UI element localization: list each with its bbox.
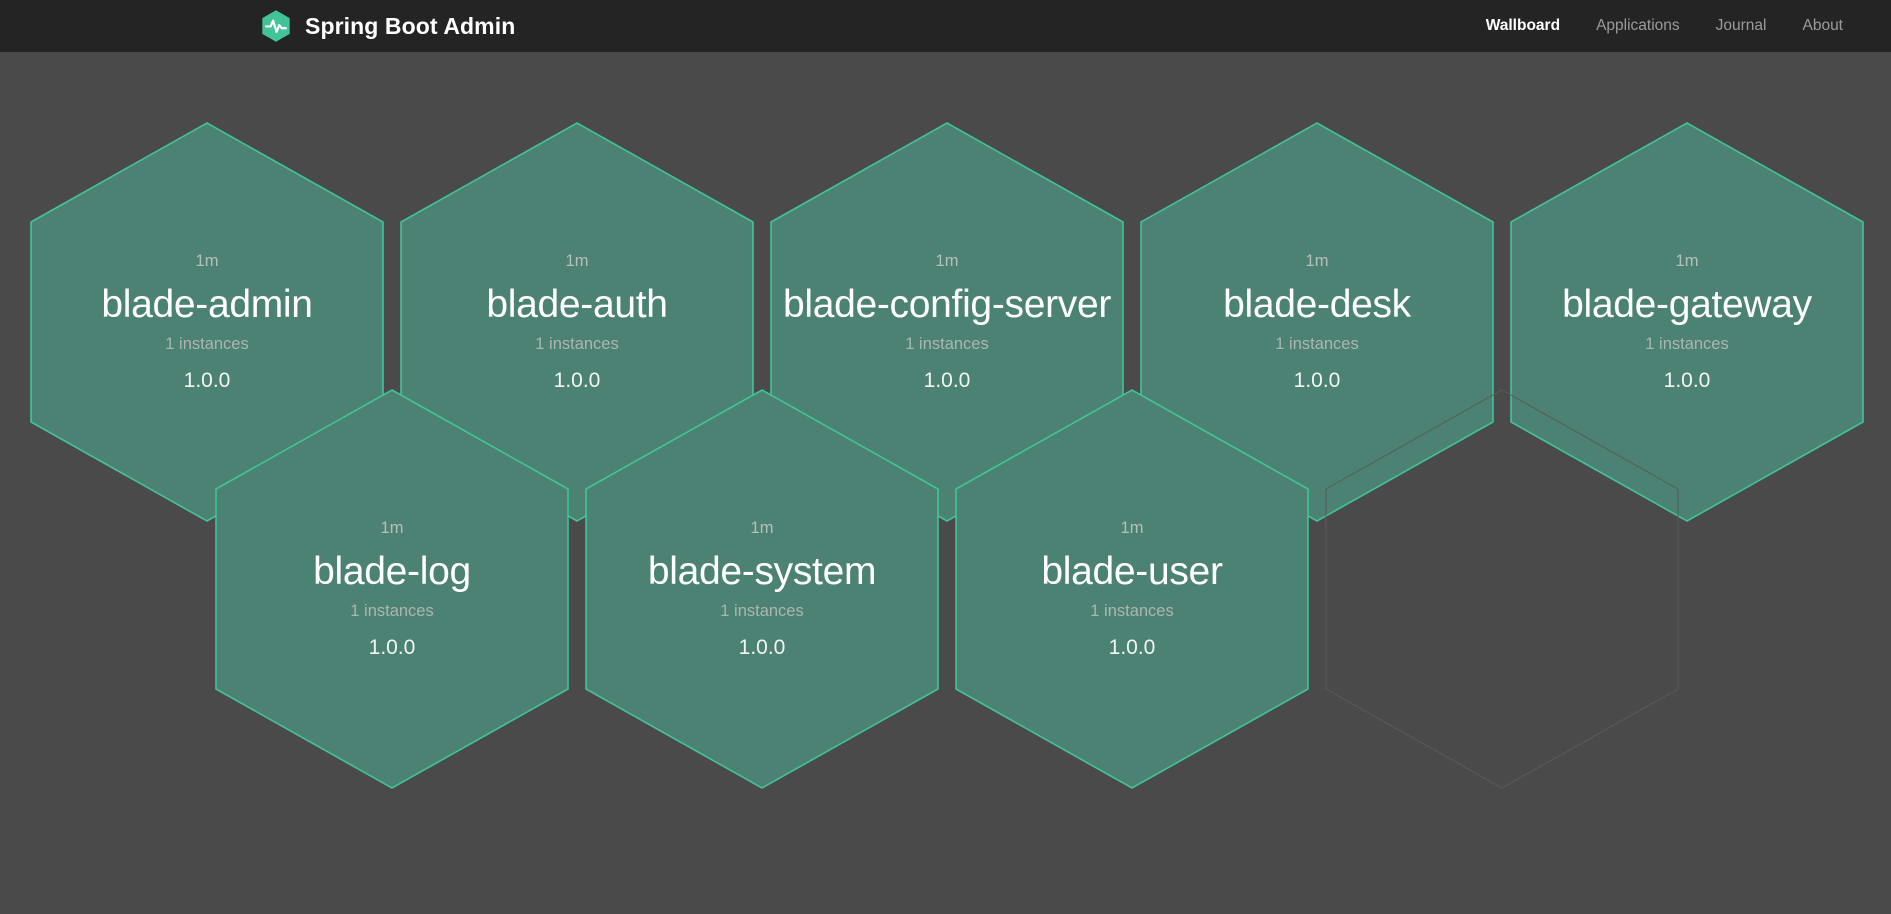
nav-link-wallboard[interactable]: Wallboard — [1485, 17, 1561, 34]
hexagon-shape — [215, 389, 569, 789]
hexagon-svg — [585, 389, 939, 789]
nav-links: Wallboard Applications Journal About — [1468, 0, 1861, 52]
hexagon-shape — [1510, 122, 1864, 522]
hexagon-svg — [1510, 122, 1864, 522]
brand-link[interactable]: Spring Boot Admin — [258, 8, 515, 44]
nav-link-journal[interactable]: Journal — [1715, 17, 1767, 34]
hexagon-shape — [400, 122, 754, 522]
hexagon-shape — [770, 122, 1124, 522]
hexagon-svg — [1325, 389, 1679, 789]
hexagon-shape — [585, 389, 939, 789]
wallboard-empty-hexagon — [1325, 389, 1679, 789]
nav-link-about[interactable]: About — [1802, 17, 1843, 34]
hexagon-svg — [400, 122, 754, 522]
hexagon-svg — [955, 389, 1309, 789]
hexagon-shape — [1140, 122, 1494, 522]
hexagon-svg — [1140, 122, 1494, 522]
nav-link-applications[interactable]: Applications — [1596, 17, 1680, 34]
hexagon-shape — [955, 389, 1309, 789]
empty-hexagon-outline — [1325, 389, 1679, 789]
hexagon-svg — [30, 122, 384, 522]
hexagon-shape — [30, 122, 384, 522]
brand-title: Spring Boot Admin — [305, 12, 516, 39]
hexagon-svg — [770, 122, 1124, 522]
hexagon-heartbeat-logo-icon — [258, 8, 294, 44]
hexagon-svg — [215, 389, 569, 789]
top-navbar: Spring Boot Admin Wallboard Applications… — [0, 0, 1891, 52]
